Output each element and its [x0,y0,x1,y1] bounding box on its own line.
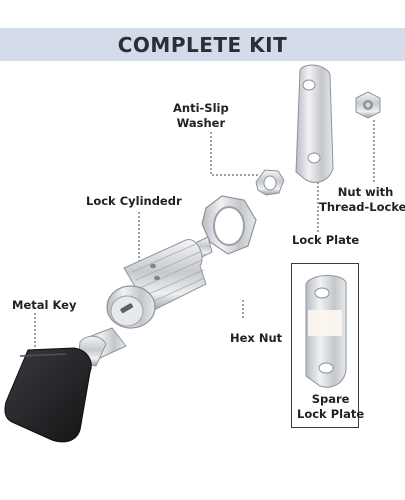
anti-slip-washer-part [255,169,285,196]
nut-thread-label: Nut with Thread-Locker [319,185,405,215]
lock-plate-part [295,64,334,183]
spare-lock-plate-part [305,275,347,388]
washer-label-line1: Anti-Slip [173,101,229,115]
lock-plate-label: Lock Plate [292,233,360,247]
page-title: COMPLETE KIT [117,32,288,57]
spare-label: Spare Lock Plate [297,392,364,422]
washer-leader [210,132,258,176]
hex-nut-part [201,195,257,255]
spare-plate-frame [291,263,359,428]
nut-thread-label-line1: Nut with [337,185,394,199]
hex-nut-label: Hex Nut [230,331,283,345]
washer-label: Anti-Slip Washer [173,101,229,131]
lock-cylinder-part [106,236,213,329]
washer-label-line2: Washer [176,116,226,130]
metal-key-label: Metal Key [12,298,77,312]
title-banner: COMPLETE KIT [0,28,405,61]
nut-with-thread-locker-part [355,91,381,119]
spare-label-line2: Lock Plate [297,407,365,421]
spare-label-line1: Spare [311,392,350,406]
nut-thread-label-line2: Thread-Locker [319,200,405,214]
lock-cylinder-label: Lock Cylindedr [86,194,182,208]
metal-key-part [4,327,127,443]
